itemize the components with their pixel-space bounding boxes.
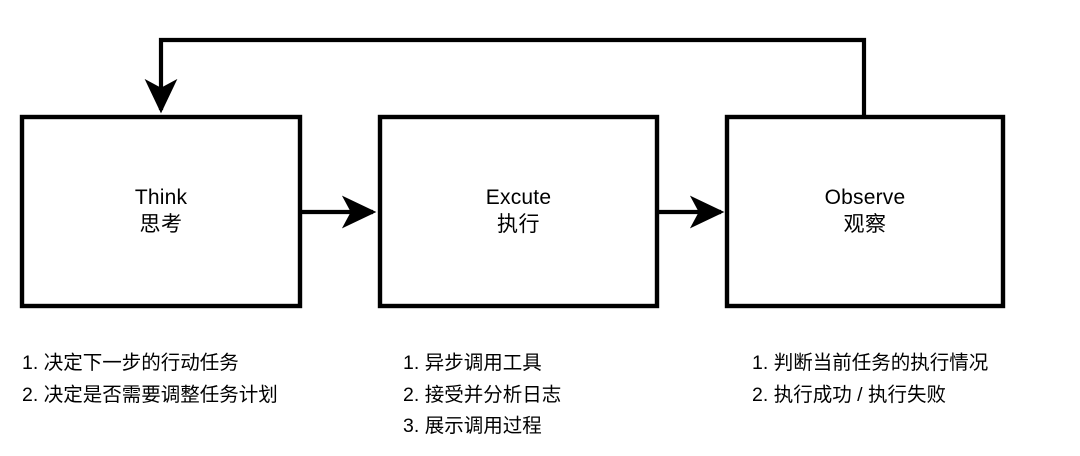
note-index: 1.: [22, 352, 44, 374]
list-item: 1. 异步调用工具: [403, 348, 561, 380]
note-index: 1.: [752, 352, 774, 374]
note-list-execute: 1. 异步调用工具 2. 接受并分析日志 3. 展示调用过程: [403, 348, 561, 443]
note-list-observe: 1. 判断当前任务的执行情况 2. 执行成功 / 执行失败: [752, 348, 988, 411]
note-text: 判断当前任务的执行情况: [773, 352, 989, 374]
note-index: 3.: [403, 415, 425, 438]
note-text: 决定下一步的行动任务: [43, 352, 239, 374]
node-box-observe: [724, 114, 1006, 309]
node-box-execute: [377, 114, 660, 309]
note-index: 2.: [752, 383, 774, 406]
note-text: 异步调用工具: [424, 352, 542, 374]
node-box-think: [19, 114, 303, 309]
edge-observe-to-think: [144, 37, 867, 117]
note-index: 2.: [22, 383, 44, 406]
list-item: 1. 决定下一步的行动任务: [22, 348, 278, 380]
list-item: 2. 执行成功 / 执行失败: [752, 380, 988, 412]
note-index: 2.: [403, 383, 425, 406]
list-item: 3. 展示调用过程: [403, 411, 561, 443]
note-text: 展示调用过程: [424, 415, 542, 438]
note-list-think: 1. 决定下一步的行动任务 2. 决定是否需要调整任务计划: [22, 348, 278, 411]
note-text: 执行成功 / 执行失败: [773, 383, 946, 406]
note-text: 决定是否需要调整任务计划: [43, 383, 278, 406]
list-item: 2. 决定是否需要调整任务计划: [22, 380, 278, 412]
list-item: 1. 判断当前任务的执行情况: [752, 348, 988, 380]
note-text: 接受并分析日志: [424, 383, 562, 406]
list-item: 2. 接受并分析日志: [403, 380, 561, 412]
note-index: 1.: [403, 352, 425, 374]
